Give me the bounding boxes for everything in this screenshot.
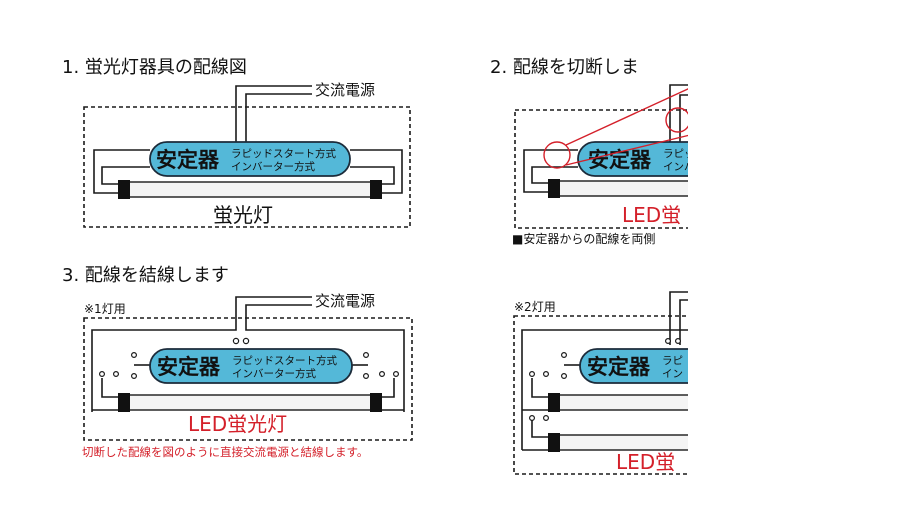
ballast-mode-line2: イン (662, 368, 683, 380)
ballast-wire-left-inner (531, 166, 578, 184)
tube1-wire (531, 378, 548, 398)
tube2-wire (531, 420, 548, 438)
ballast-mode-line1: ラピッドスタート方式 (232, 354, 337, 367)
fixture-outline (83, 106, 411, 228)
ballast-mode-line1: ラピ (662, 355, 683, 367)
panel3-title: 3. 配線を結線します (62, 265, 229, 286)
ballast-label: 安定器 (156, 148, 220, 172)
ac-power-line-b (245, 304, 405, 412)
tube-wire-left (101, 378, 118, 398)
cut-point-left-icon (543, 141, 571, 169)
ballast-wire-right-inner (350, 166, 395, 185)
tube-socket-right (370, 393, 382, 412)
fluorescent-tube (118, 180, 382, 199)
ballast-mode-line2: インバーター方式 (232, 367, 316, 380)
tube-wire-right (378, 378, 395, 398)
ballast-wire-right-outer (350, 149, 403, 194)
cut-point-callout (543, 87, 691, 169)
ballast: 安定器 ラピッドスタート方式 インバーター方式 (149, 348, 353, 384)
panel2-title: 2. 配線を切断しま (490, 57, 639, 78)
ballast-wire-left-outer (93, 149, 150, 194)
cut-note: ■安定器からの配線を両側 (512, 231, 655, 246)
panel1-title: 1. 蛍光灯器具の配線図 (62, 57, 247, 78)
ballast-wire-left-inner (101, 166, 150, 185)
one-lamp-label: ※1灯用 (84, 302, 126, 316)
two-lamp-label: ※2灯用 (514, 300, 556, 314)
lamp-label: LED蛍光灯 (188, 412, 287, 436)
ballast-mode-line1: ラピッドスタート方式 (231, 147, 336, 160)
ballast-label: 安定器 (157, 355, 221, 379)
fixture-outline (513, 315, 715, 475)
ballast-wire-left-outer (523, 149, 578, 193)
tube-socket-left (548, 433, 560, 452)
lamp-label: 蛍光灯 (213, 203, 273, 227)
tube-socket-left (548, 179, 560, 198)
cropped-edge (688, 0, 916, 520)
tube-socket-left (118, 393, 130, 412)
fixture-outline (83, 317, 413, 441)
ballast-mode-line2: インバーター方式 (231, 160, 315, 173)
ac-power-line-a (235, 85, 312, 148)
led-tube (118, 393, 382, 412)
led-tube (548, 179, 719, 198)
ballast: 安定器 ラピッドスタート方式 インバーター方式 (149, 141, 351, 177)
ballast-label: 安定器 (587, 355, 651, 379)
tube-socket-left (118, 180, 130, 199)
lamp-label: LED蛍 (622, 203, 681, 227)
callout-line (565, 134, 691, 166)
ac-power-line-a (91, 296, 312, 412)
tube-socket-left (548, 393, 560, 412)
terminal-dots (98, 337, 400, 380)
terminal-dots (528, 338, 681, 422)
ac-power-label: 交流電源 (315, 292, 375, 310)
panel-fluorescent-wiring (83, 85, 411, 228)
ac-power-line-b (245, 93, 312, 148)
ac-bus-a (521, 329, 700, 450)
ac-power-label: 交流電源 (315, 81, 375, 99)
tube-socket-right (370, 180, 382, 199)
callout-line (565, 87, 691, 146)
lamp-label: LED蛍 (616, 450, 675, 474)
connect-note: 切断した配線を図のように直接交流電源と結線します。 (82, 445, 368, 459)
panel-connect-wiring-1lamp (83, 296, 413, 441)
led-tube-1 (548, 393, 719, 412)
